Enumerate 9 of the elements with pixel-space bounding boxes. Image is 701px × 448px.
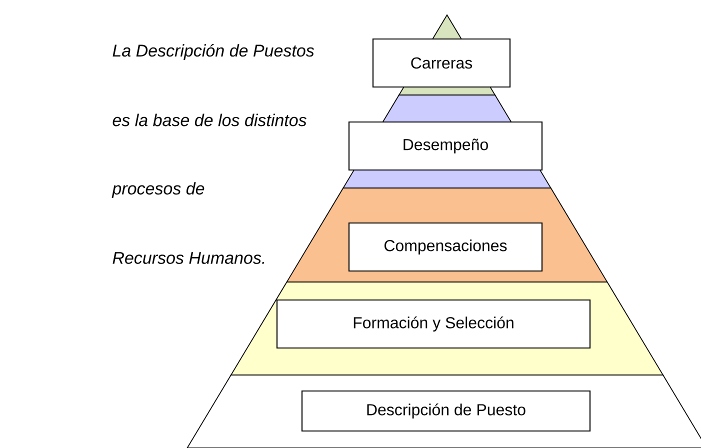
- italic-text: La Descripción de Puestos: [112, 44, 314, 60]
- text-box: Descripción de Puesto: [301, 390, 591, 432]
- text-box: Formación y Selección: [276, 299, 591, 349]
- text-box: Desempeño: [348, 121, 543, 171]
- italic-text: Recursos Humanos.: [112, 252, 264, 264]
- text-box: Compensaciones: [348, 222, 543, 272]
- text-box: Carreras: [372, 38, 511, 88]
- italic-text: es la base de los distintos: [112, 114, 306, 126]
- italic-text: procesos de: [112, 182, 204, 198]
